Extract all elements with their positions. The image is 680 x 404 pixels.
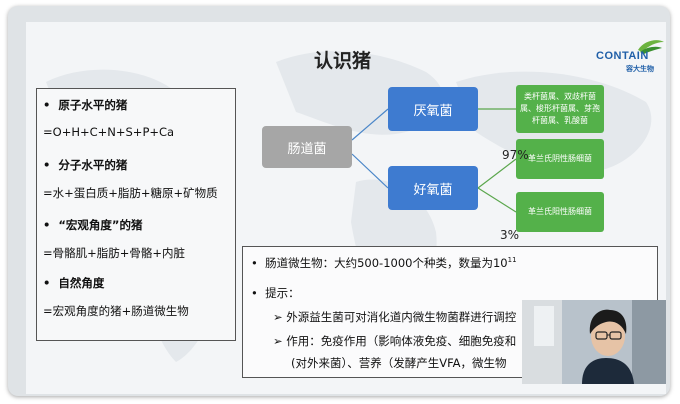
level-detail-natural: =宏观角度的猪+肠道微生物 <box>43 304 189 318</box>
aerobic-positive-box: 革兰氏阳性肠细菌 <box>516 192 604 232</box>
anaerobic-node: 厌氧菌 <box>388 87 478 131</box>
level-heading-molecular: • 分子水平的猪 <box>43 158 128 172</box>
pig-levels-box: • 原子水平的猪 =O+H+C+N+S+P+Ca • 分子水平的猪 =水+蛋白质… <box>36 88 236 341</box>
percent-high: 97% <box>502 148 529 162</box>
note-line-hint: • 提示： <box>251 286 300 300</box>
note-line-effect-cont: (对外来菌）、营养（发酵产生VFA，微生物 <box>291 356 507 370</box>
aerobic-negative-box: 革兰氏阴性肠细菌 <box>516 139 604 179</box>
diagram-connectors <box>351 108 517 213</box>
aerobic-node: 好氧菌 <box>388 166 478 210</box>
note-line-probiotic: ➢ 外源益生菌可对消化道内微生物菌群进行调控 <box>273 310 517 324</box>
slide-title: 认识猪 <box>314 50 372 72</box>
note-line-effect: ➢ 作用：免疫作用（影响体液免疫、细胞免疫和 <box>273 334 517 348</box>
level-heading-natural: • 自然角度 <box>43 276 105 290</box>
presentation-frame: 认识猪 CONTAIN 容大生物 • 原子水平的猪 =O+H+C+N+S+P+C… <box>8 6 670 396</box>
logo-text: CONTAIN <box>596 50 649 62</box>
level-heading-atomic: • 原子水平的猪 <box>43 98 128 112</box>
percent-low: 3% <box>500 228 520 242</box>
logo-subtext: 容大生物 <box>626 65 654 73</box>
anaerobic-types-box: 类杆菌属、双歧杆菌属、梭形杆菌属、芽孢杆菌属、乳酸菌 <box>516 85 604 133</box>
level-detail-macro: =骨骼肌+脂肪+骨骼+内脏 <box>43 246 186 260</box>
level-heading-macro: • “宏观角度”的猪 <box>43 218 143 232</box>
contain-logo-icon <box>638 40 664 54</box>
slide: 认识猪 CONTAIN 容大生物 • 原子水平的猪 =O+H+C+N+S+P+C… <box>26 22 666 394</box>
presenter-webcam-video <box>522 300 666 384</box>
presenter-image <box>522 300 666 384</box>
level-detail-molecular: =水+蛋白质+脂肪+糖原+矿物质 <box>43 186 218 200</box>
gut-bacteria-node: 肠道菌 <box>262 126 352 168</box>
note-line-species: • 肠道微生物：大约500-1000个种类，数量为1011 <box>251 256 517 270</box>
level-detail-atomic: =O+H+C+N+S+P+Ca <box>43 125 175 139</box>
